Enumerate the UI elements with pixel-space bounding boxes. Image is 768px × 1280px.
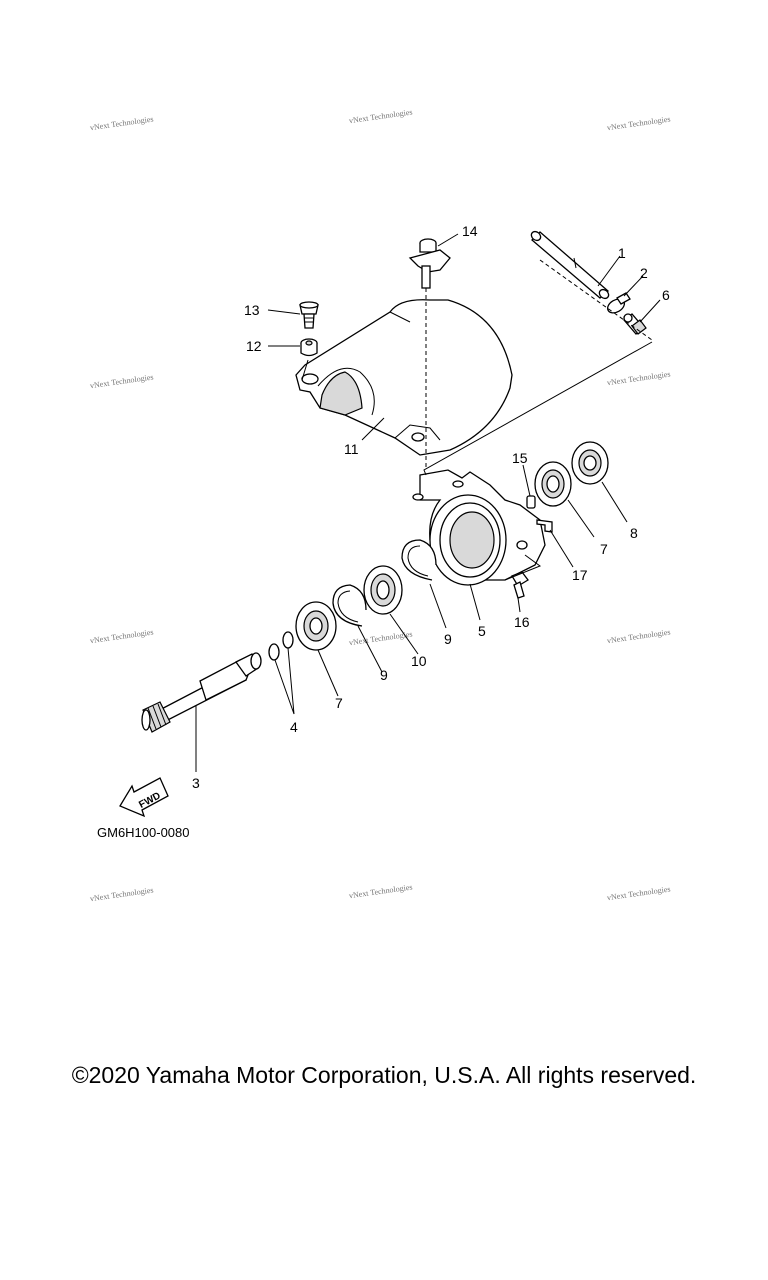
callout-labels: 1 2 3 4 5 6 7 7 8 9 9 10 11 12 13 14 15 … xyxy=(192,223,670,791)
part-7-bearing-upper xyxy=(534,461,572,507)
callout-10: 10 xyxy=(411,653,427,669)
callout-5: 5 xyxy=(478,623,486,639)
callout-13: 13 xyxy=(244,302,260,318)
callout-16: 16 xyxy=(514,614,530,630)
watermark: vNext Technologies xyxy=(348,882,413,900)
svg-text:vNext Technologies: vNext Technologies xyxy=(606,114,671,132)
watermark: vNext Technologies xyxy=(606,884,671,902)
part-7-bearing-lower xyxy=(295,601,337,651)
watermark: vNext Technologies xyxy=(89,114,154,132)
part-9-circlip-upper xyxy=(401,539,437,581)
svg-text:vNext Technologies: vNext Technologies xyxy=(348,882,413,900)
svg-text:vNext Technologies: vNext Technologies xyxy=(606,884,671,902)
part-6-fitting xyxy=(623,313,647,335)
copyright-notice: ©2020 Yamaha Motor Corporation, U.S.A. A… xyxy=(71,1062,697,1088)
svg-text:vNext Technologies: vNext Technologies xyxy=(89,627,154,645)
callout-7-upper: 7 xyxy=(600,541,608,557)
callout-1: 1 xyxy=(618,245,626,261)
part-5-housing xyxy=(412,469,546,586)
watermark: vNext Technologies xyxy=(348,107,413,125)
part-15-pin xyxy=(526,495,536,509)
part-1-hose xyxy=(530,230,610,300)
callout-9-lower: 9 xyxy=(380,667,388,683)
watermark: vNext Technologies xyxy=(89,372,154,390)
part-10-bearing xyxy=(363,565,403,615)
leader-lines xyxy=(195,233,661,772)
part-17-plate xyxy=(536,519,553,533)
callout-3: 3 xyxy=(192,775,200,791)
fwd-arrow-icon: FWD xyxy=(119,777,169,818)
watermark-group: vNext Technologies vNext Technologies vN… xyxy=(89,107,671,903)
callout-4: 4 xyxy=(290,719,298,735)
part-14-holder xyxy=(408,238,451,289)
watermark: vNext Technologies xyxy=(606,627,671,645)
svg-text:vNext Technologies: vNext Technologies xyxy=(606,369,671,387)
part-12-collar xyxy=(300,338,318,357)
part-11-cover xyxy=(295,299,513,456)
svg-text:vNext Technologies: vNext Technologies xyxy=(606,627,671,645)
watermark: vNext Technologies xyxy=(89,885,154,903)
callout-7-lower: 7 xyxy=(335,695,343,711)
callout-9-upper: 9 xyxy=(444,631,452,647)
part-2-clip xyxy=(606,292,631,314)
part-4-o-rings xyxy=(268,631,294,661)
callout-17: 17 xyxy=(572,567,588,583)
watermark: vNext Technologies xyxy=(89,627,154,645)
callout-15: 15 xyxy=(512,450,528,466)
callout-14: 14 xyxy=(462,223,478,239)
svg-text:vNext Technologies: vNext Technologies xyxy=(89,885,154,903)
part-8-seal xyxy=(571,441,609,485)
assembly-lines xyxy=(301,259,653,476)
watermark: vNext Technologies xyxy=(606,369,671,387)
part-9-circlip-lower xyxy=(332,584,367,627)
callout-11: 11 xyxy=(344,441,359,457)
callout-8: 8 xyxy=(630,525,638,541)
callout-12: 12 xyxy=(246,338,262,354)
diagram-code: GM6H100-0080 xyxy=(97,825,190,840)
svg-text:vNext Technologies: vNext Technologies xyxy=(348,107,413,125)
svg-text:vNext Technologies: vNext Technologies xyxy=(89,372,154,390)
svg-text:vNext Technologies: vNext Technologies xyxy=(89,114,154,132)
part-13-bolt xyxy=(299,301,319,329)
callout-6: 6 xyxy=(662,287,670,303)
part-3-shaft xyxy=(141,652,262,733)
watermark: vNext Technologies xyxy=(606,114,671,132)
callout-2: 2 xyxy=(640,265,648,281)
